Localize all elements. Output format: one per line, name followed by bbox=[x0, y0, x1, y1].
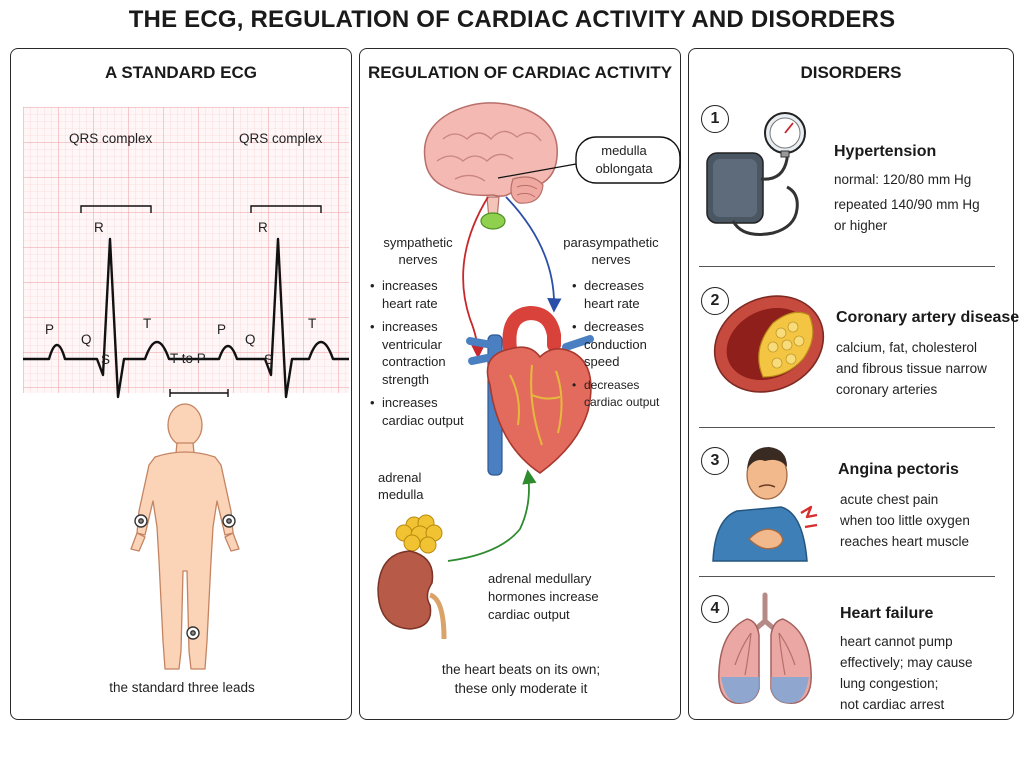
q-label-2: Q bbox=[245, 332, 256, 347]
sympathetic-title-2: nerves bbox=[398, 252, 438, 267]
body-figure-icon bbox=[130, 403, 240, 670]
r-label-1: R bbox=[94, 220, 104, 235]
medulla-callout bbox=[497, 136, 681, 184]
p-label-1: P bbox=[45, 322, 55, 337]
qrs-bracket-2 bbox=[250, 205, 322, 213]
t-to-p-label: T to P bbox=[170, 351, 206, 366]
disorder-title-4: Heart failure bbox=[840, 605, 934, 622]
bottom-note-2: these only moderate it bbox=[454, 681, 588, 696]
disorder-title-3: Angina pectoris bbox=[838, 461, 959, 478]
disorder-text-3: acute chest pain when too little oxygen … bbox=[840, 492, 970, 549]
parasympathetic-title-2: nerves bbox=[591, 252, 631, 267]
chest-pain-person-icon bbox=[712, 447, 818, 562]
s-label-2: S bbox=[264, 352, 274, 367]
main-title: THE ECG, REGULATION OF CARDIAC ACTIVITY … bbox=[128, 6, 896, 33]
qrs-bracket-1 bbox=[80, 205, 152, 213]
blood-pressure-cuff-icon bbox=[706, 112, 806, 236]
disorder-number-1: 1 bbox=[701, 105, 729, 133]
disorder-number-2: 2 bbox=[701, 287, 729, 315]
disorder-number-3: 3 bbox=[701, 447, 729, 475]
q-label-1: Q bbox=[81, 332, 92, 347]
separator bbox=[699, 266, 995, 267]
medulla-label-1: medulla bbox=[601, 143, 647, 158]
adrenal-label-2: medulla bbox=[378, 487, 424, 502]
ecg-panel: A STANDARD ECG QRS complex QRS complex R… bbox=[10, 48, 352, 720]
p-label-2: P bbox=[217, 322, 227, 337]
medulla-label-2: oblongata bbox=[595, 161, 653, 176]
ecg-trace bbox=[23, 237, 349, 399]
t-label-1: T bbox=[143, 316, 152, 331]
kidney-adrenal-icon bbox=[377, 514, 447, 640]
hormone-text-2: hormones increase bbox=[488, 589, 599, 604]
congested-lungs-icon bbox=[718, 592, 812, 704]
disorder-number-4: 4 bbox=[701, 595, 729, 623]
regulation-panel: REGULATION OF CARDIAC ACTIVITY medulla o… bbox=[359, 48, 681, 720]
disorder-text-1: normal: 120/80 mm Hg repeated 140/90 mm … bbox=[834, 172, 980, 233]
t-to-p-bracket bbox=[169, 389, 229, 397]
plaque-artery-icon bbox=[713, 295, 825, 393]
separator bbox=[699, 427, 995, 428]
ecg-grid bbox=[23, 107, 349, 399]
disorder-text-2: calcium, fat, cholesterol and fibrous ti… bbox=[836, 340, 987, 397]
disorder-title-1: Hypertension bbox=[834, 143, 937, 160]
parasympathetic-nerve-line bbox=[505, 196, 562, 313]
disorder-title-2: Coronary artery disease bbox=[836, 309, 1020, 326]
heart-icon bbox=[466, 305, 594, 476]
qrs-label-1: QRS complex bbox=[69, 131, 153, 146]
hormone-text-3: cardiac output bbox=[488, 607, 570, 622]
hormone-pathway-line bbox=[447, 469, 537, 562]
parasympathetic-title-1: parasympathetic bbox=[563, 235, 659, 250]
sympathetic-title-1: sympathetic bbox=[383, 235, 453, 250]
disorders-panel-title: DISORDERS bbox=[800, 63, 902, 82]
ecg-panel-title: A STANDARD ECG bbox=[104, 63, 258, 82]
disorders-panel: DISORDERS 1 Hypertension normal: 120/80 … bbox=[688, 48, 1019, 720]
bottom-note-1: the heart beats on its own; bbox=[441, 662, 601, 677]
regulation-panel-title: REGULATION OF CARDIAC ACTIVITY bbox=[367, 63, 673, 82]
s-label-1: S bbox=[101, 352, 111, 367]
r-label-2: R bbox=[258, 220, 268, 235]
disorder-text-4: heart cannot pump effectively; may cause… bbox=[840, 634, 973, 712]
adrenal-label-1: adrenal bbox=[378, 470, 422, 485]
separator bbox=[699, 576, 995, 577]
qrs-label-2: QRS complex bbox=[239, 131, 323, 146]
t-label-2: T bbox=[308, 316, 317, 331]
leads-caption: the standard three leads bbox=[109, 680, 255, 695]
hormone-text-1: adrenal medullary bbox=[488, 571, 592, 586]
